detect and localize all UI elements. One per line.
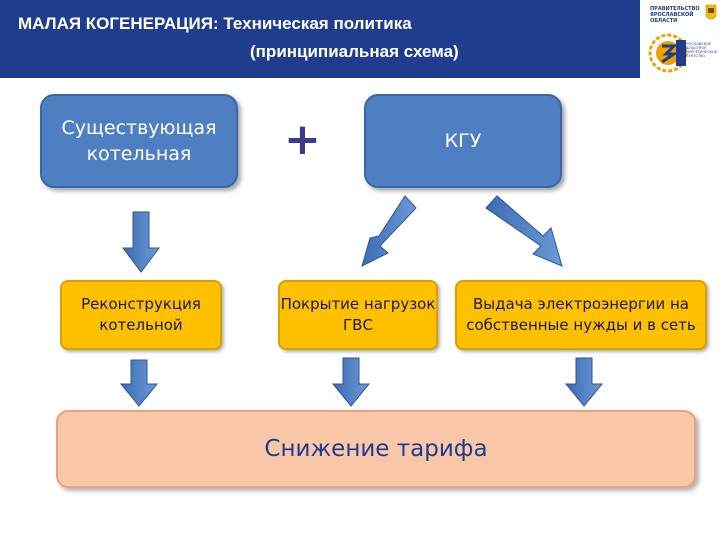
kgu-label: КГУ [444,130,482,152]
energy-agency-label: ЯРОСЛАВСКОЕ ОБЛАСТНОЕ ЭНЕРГЕТИЧЕСКОЕ АГЕ… [684,42,718,58]
coat-of-arms-icon [705,4,717,20]
arrow-diagonal-right [485,195,563,267]
existing-boiler-box: Существующая котельная [40,94,238,188]
kgu-box: КГУ [364,94,562,188]
logo-graphics [648,4,717,73]
page-title: МАЛАЯ КОГЕНЕРАЦИЯ: Техническая политика [18,14,412,33]
tariff-label: Снижение тарифа [264,436,488,462]
government-label: ПРАВИТЕЛЬСТВО ЯРОСЛАВСКОЙ ОБЛАСТИ [650,6,700,24]
energy-agency-logo-icon [648,33,688,73]
hot-water-box: Покрытие нагрузок ГВС [278,280,438,350]
arrow-diagonal-left [361,195,417,267]
plus-sign: + [284,114,321,165]
reconstruction-box: Реконструкция котельной [60,280,222,350]
arrow-down-tariff-2 [331,357,371,407]
electricity-label: Выдача электроэнергии на собственные нуж… [466,295,696,334]
arrow-down-tariff-1 [119,359,159,407]
reconstruction-label: Реконструкция котельной [81,295,201,334]
hot-water-label: Покрытие нагрузок ГВС [280,295,436,334]
arrow-down-tariff-3 [564,357,604,407]
electricity-box: Выдача электроэнергии на собственные нуж… [455,280,707,350]
tariff-box: Снижение тарифа [56,410,696,488]
page-subtitle: (принципиальная схема) [250,42,459,61]
existing-boiler-label: Существующая котельная [61,117,217,165]
arrow-down-left [122,211,160,273]
header-bar: МАЛАЯ КОГЕНЕРАЦИЯ: Техническая политика … [0,0,640,78]
logo-area: ПРАВИТЕЛЬСТВО ЯРОСЛАВСКОЙ ОБЛАСТИ ЯРОСЛА… [640,0,720,78]
